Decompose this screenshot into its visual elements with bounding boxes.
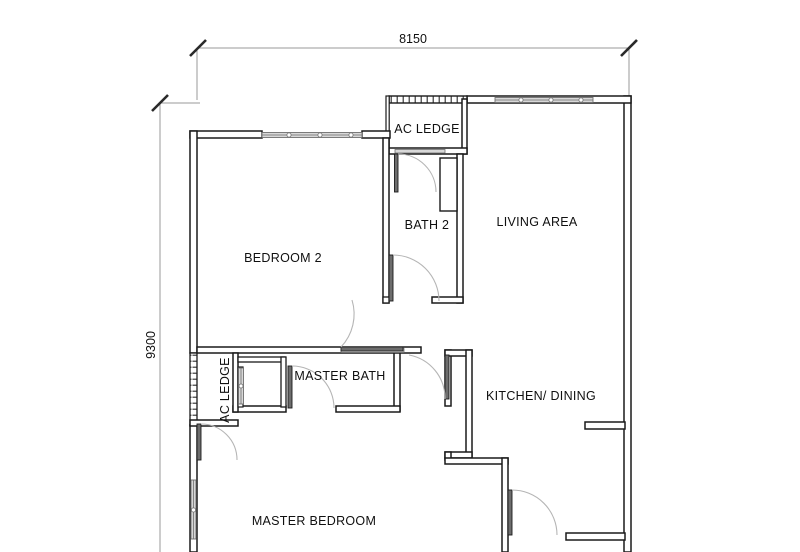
- dimension-tick-left: [189, 39, 207, 57]
- dimension-tick-right: [620, 39, 638, 57]
- windows: [190, 97, 594, 540]
- dimension-left: [151, 94, 200, 552]
- ac-ledge-louver-left: [189, 352, 198, 426]
- dimension-top: [189, 39, 638, 100]
- walls: [189, 95, 632, 552]
- door-ac-ledge-bath2: [394, 153, 437, 193]
- door-bedroom2: [340, 299, 404, 352]
- door-kitchen: [408, 354, 450, 400]
- window-ac-ledge-top: [394, 149, 446, 154]
- window-living-area: [494, 97, 594, 103]
- door-master-bedroom-left: [196, 423, 238, 461]
- kitchen-wall-stub: [584, 421, 626, 430]
- bath2-fixture: [439, 157, 458, 212]
- door-bath2-corridor: [388, 254, 440, 302]
- window-master-bedroom: [190, 479, 197, 540]
- window-bedroom2: [261, 132, 363, 138]
- ac-ledge-louver-top: [388, 95, 468, 104]
- dimension-tick-top: [151, 94, 169, 112]
- door-master-bedroom-right: [507, 489, 558, 536]
- window-master-bath: [238, 367, 244, 405]
- door-master-bath: [287, 365, 335, 409]
- doors: [196, 153, 558, 536]
